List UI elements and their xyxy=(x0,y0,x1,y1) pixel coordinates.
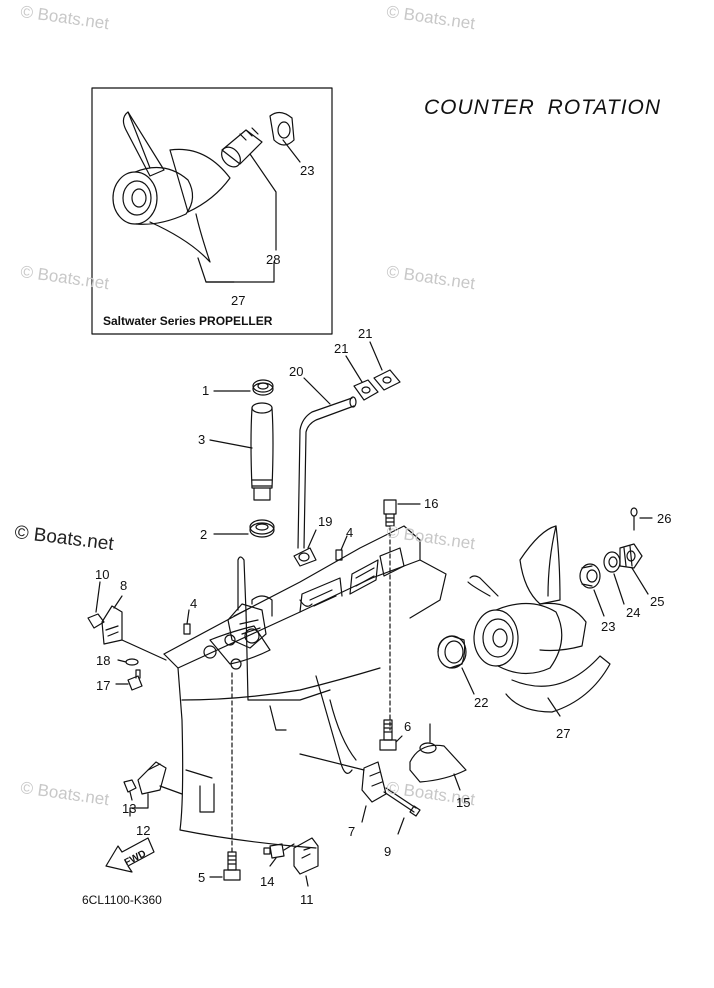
o-ring-18[interactable] xyxy=(125,658,139,666)
callout-27-inset[interactable]: 27 xyxy=(231,293,246,308)
nut-13[interactable] xyxy=(123,779,137,793)
callout-2[interactable]: 2 xyxy=(200,527,208,542)
spacer-7[interactable] xyxy=(361,761,387,803)
trim-tab-anode-15[interactable] xyxy=(409,742,467,783)
thrust-bushing-22[interactable] xyxy=(437,635,467,669)
callout-13[interactable]: 13 xyxy=(122,801,137,816)
callout-18[interactable]: 18 xyxy=(96,653,111,668)
callout-1[interactable]: 1 xyxy=(202,383,210,398)
callout-7[interactable]: 7 xyxy=(348,824,356,839)
inset-washer-23[interactable] xyxy=(269,111,295,146)
anode-11[interactable] xyxy=(293,837,319,875)
callout-23-inset[interactable]: 23 xyxy=(300,163,315,178)
fwd-arrow-icon xyxy=(105,837,155,873)
callout-14[interactable]: 14 xyxy=(260,874,275,889)
nut-25[interactable] xyxy=(619,543,643,569)
callout-4b[interactable]: 4 xyxy=(190,596,198,611)
callout-10[interactable]: 10 xyxy=(95,567,110,582)
callout-5[interactable]: 5 xyxy=(198,870,206,885)
callout-11[interactable]: 11 xyxy=(300,892,314,907)
callout-28-inset[interactable]: 28 xyxy=(266,252,281,267)
washer-23[interactable] xyxy=(579,563,601,589)
bolt-9[interactable] xyxy=(383,787,421,817)
callout-8[interactable]: 8 xyxy=(120,578,128,593)
callout-23[interactable]: 23 xyxy=(601,619,616,634)
grommet-21a[interactable] xyxy=(353,379,379,401)
bolt-6[interactable] xyxy=(379,719,397,751)
callout-4a[interactable]: 4 xyxy=(346,525,354,540)
callout-21a[interactable]: 21 xyxy=(334,341,349,356)
callout-25[interactable]: 25 xyxy=(650,594,665,609)
bolt-5[interactable] xyxy=(223,851,241,881)
seal-1[interactable] xyxy=(252,379,274,396)
callout-9[interactable]: 9 xyxy=(384,844,392,859)
seal-2[interactable] xyxy=(249,519,275,538)
callout-24[interactable]: 24 xyxy=(626,605,641,620)
callout-6[interactable]: 6 xyxy=(404,719,412,734)
bracket-8[interactable] xyxy=(101,605,123,645)
grommet-19[interactable] xyxy=(293,547,317,567)
callout-12[interactable]: 12 xyxy=(136,823,151,838)
water-tube-3[interactable] xyxy=(250,402,274,501)
callout-22[interactable]: 22 xyxy=(474,695,489,710)
lower-case-housing[interactable] xyxy=(163,525,447,849)
inset-spline-sleeve-28[interactable] xyxy=(218,127,263,171)
nut-10[interactable] xyxy=(87,613,105,629)
water-pipe-20[interactable] xyxy=(297,396,357,549)
callout-3[interactable]: 3 xyxy=(198,432,206,447)
propeller-27[interactable] xyxy=(467,525,611,713)
dowel-pin-4a[interactable] xyxy=(335,549,343,561)
inset-frame xyxy=(91,87,333,335)
grommet-21b[interactable] xyxy=(373,369,401,391)
callout-26[interactable]: 26 xyxy=(657,511,672,526)
callout-21b[interactable]: 21 xyxy=(358,326,373,341)
washer-24[interactable] xyxy=(603,551,621,573)
callout-27[interactable]: 27 xyxy=(556,726,571,741)
diagram-title: COUNTER ROTATION xyxy=(424,96,662,119)
callout-15[interactable]: 15 xyxy=(456,795,471,810)
cotter-pin-26[interactable] xyxy=(630,507,638,531)
callout-17[interactable]: 17 xyxy=(96,678,111,693)
diagram-code: 6CL1100-K360 xyxy=(82,893,162,907)
bracket-13[interactable] xyxy=(137,761,167,795)
callout-19[interactable]: 19 xyxy=(318,514,333,529)
fitting-17[interactable] xyxy=(127,669,143,691)
callout-16[interactable]: 16 xyxy=(424,496,439,511)
inset-caption: Saltwater Series PROPELLER xyxy=(103,314,273,328)
inset-propeller-27[interactable] xyxy=(112,111,231,263)
bolt-14[interactable] xyxy=(263,843,285,859)
dowel-pin-4b[interactable] xyxy=(183,623,191,635)
callout-20[interactable]: 20 xyxy=(289,364,304,379)
